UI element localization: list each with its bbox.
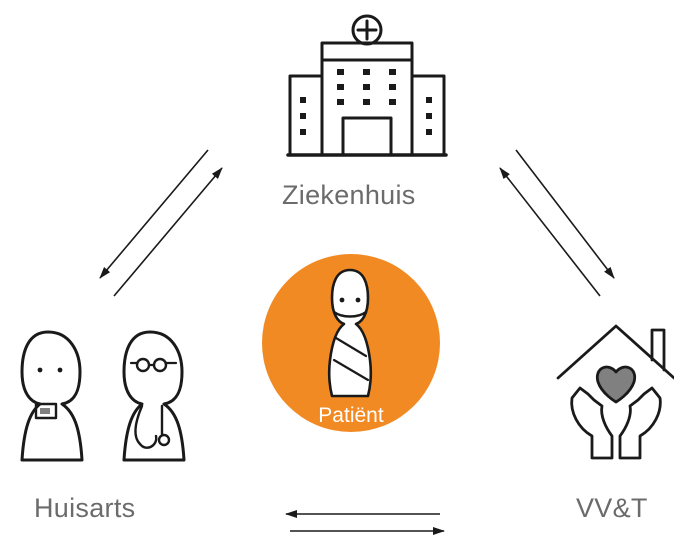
arrow-gp-to-hospital bbox=[113, 167, 223, 297]
patient-label: Patiënt bbox=[318, 404, 384, 427]
arrow-vvt-to-hospital bbox=[499, 167, 601, 297]
hospital-building-icon bbox=[286, 14, 448, 157]
arrow-hospital-to-vvt bbox=[515, 149, 615, 279]
patient-figure-icon bbox=[327, 268, 373, 398]
doctors-icon bbox=[20, 330, 186, 462]
gp-label: Huisarts bbox=[34, 493, 136, 523]
arrow-hospital-to-gp bbox=[99, 149, 209, 279]
house-hands-heart-icon bbox=[556, 324, 674, 460]
vvt-label: VV&T bbox=[576, 493, 648, 523]
hospital-label: Ziekenhuis bbox=[282, 180, 416, 210]
